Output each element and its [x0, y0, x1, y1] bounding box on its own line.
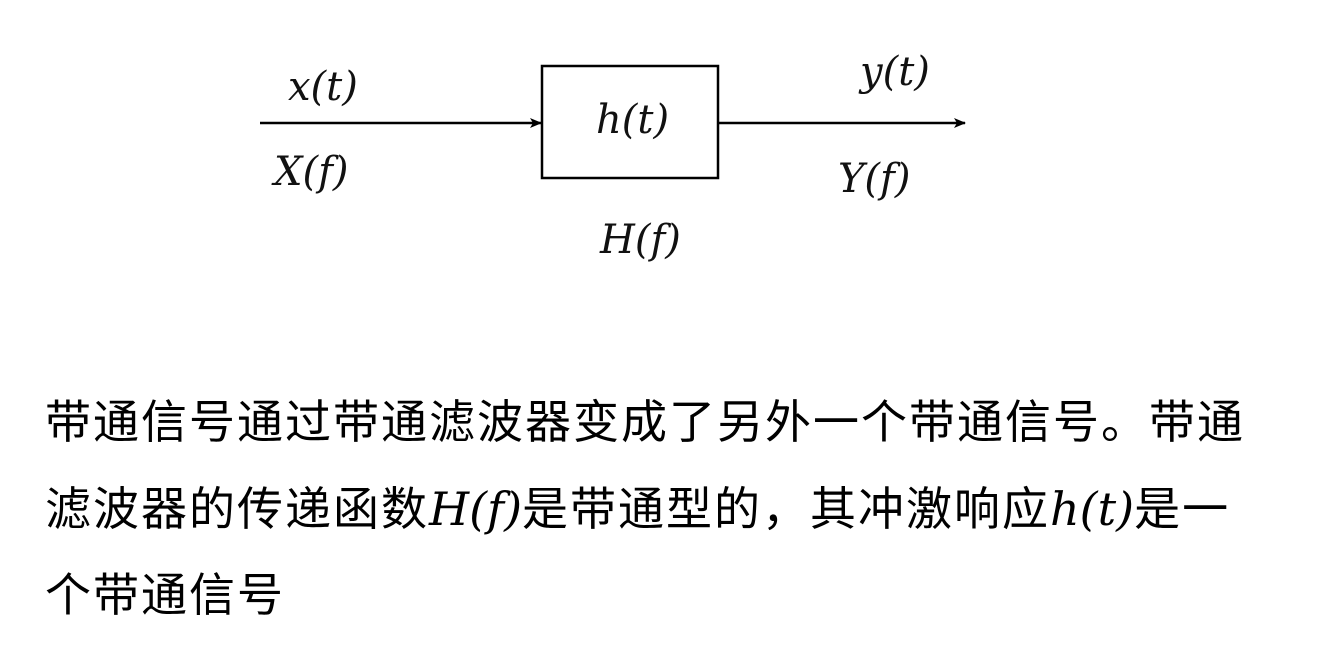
text-segment: 滤波器的传递函数 [45, 484, 429, 535]
system-freq-label: H(f) [599, 217, 681, 263]
output-time-label: y(t) [858, 49, 930, 95]
text-segment: 是带通型的，其冲激响应 [522, 484, 1051, 535]
text-line-1: 带通信号通过带通滤波器变成了另外一个带通信号。带通 [45, 397, 1245, 448]
math-transfer-function: H(f) [429, 482, 523, 536]
text-segment: 是一 [1134, 484, 1231, 535]
input-time-label: x(t) [288, 64, 358, 110]
system-time-label: h(t) [596, 97, 669, 143]
output-freq-label: Y(f) [838, 156, 910, 202]
description-paragraph: 带通信号通过带通滤波器变成了另外一个带通信号。带通 滤波器的传递函数H(f)是带… [45, 380, 1305, 639]
input-freq-label: X(f) [271, 149, 349, 195]
text-line-2: 滤波器的传递函数H(f)是带通型的，其冲激响应h(t)是一 [45, 466, 1305, 553]
block-diagram: x(t) X(f) h(t) H(f) y(t) Y(f) [260, 49, 966, 263]
text-line-3: 个带通信号 [45, 570, 285, 621]
math-impulse-response: h(t) [1050, 482, 1135, 536]
